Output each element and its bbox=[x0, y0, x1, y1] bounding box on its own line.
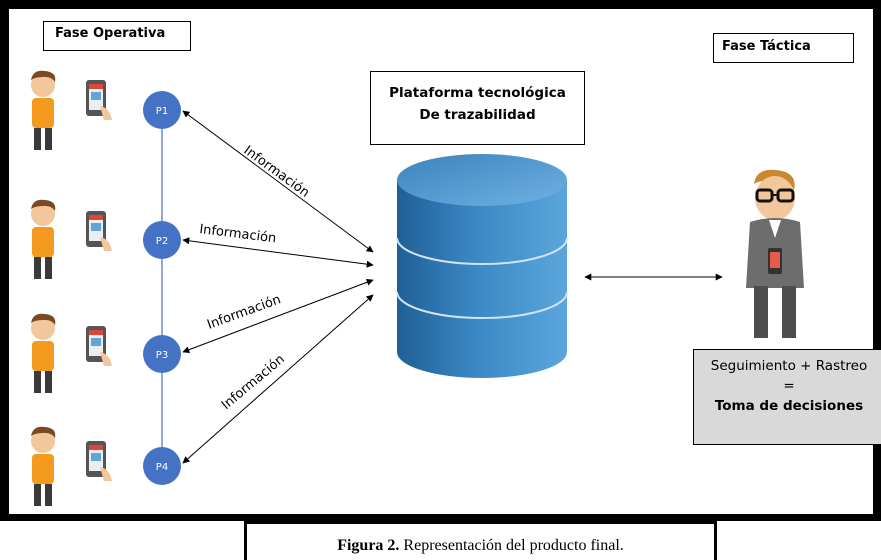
phone-icon-4 bbox=[86, 441, 112, 481]
arrow-p1-database bbox=[182, 110, 374, 253]
node-label: P2 bbox=[156, 236, 168, 247]
fase-operativa-text: Fase Operativa bbox=[55, 26, 166, 41]
arrow-p2-database bbox=[182, 237, 374, 268]
platform-label: Plataforma tecnológica De trazabilidad bbox=[370, 71, 585, 145]
platform-line-1: Plataforma tecnológica bbox=[389, 85, 566, 101]
phone-icon-2 bbox=[86, 211, 112, 251]
edge-label-p1: Información bbox=[241, 143, 312, 201]
worker-figure-1 bbox=[31, 70, 56, 150]
worker-figure-3 bbox=[31, 313, 56, 393]
phone-icon-3 bbox=[86, 326, 112, 366]
outer-frame bbox=[0, 0, 881, 521]
fase-tactica-label: Fase Táctica bbox=[713, 33, 854, 63]
arrow-p4-database bbox=[182, 294, 374, 464]
platform-line-2: De trazabilidad bbox=[419, 107, 536, 123]
worker-figure-4 bbox=[31, 426, 56, 506]
edge-label-p3: Información bbox=[205, 292, 283, 333]
manager-figure bbox=[746, 169, 804, 338]
decision-line-3: Toma de decisiones bbox=[714, 398, 864, 414]
fase-tactica-text: Fase Táctica bbox=[722, 39, 811, 54]
decision-box: Seguimiento + Rastreo = Toma de decision… bbox=[693, 349, 881, 445]
node-p2: P2 bbox=[143, 221, 181, 259]
node-p3: P3 bbox=[143, 335, 181, 373]
caption-label: Figura 2. bbox=[337, 537, 400, 554]
node-p4: P4 bbox=[143, 447, 181, 485]
node-label: P3 bbox=[156, 350, 168, 361]
caption-text: Representación del producto final. bbox=[399, 537, 624, 554]
decision-line-2: = bbox=[783, 378, 795, 394]
edge-label-p2: Información bbox=[199, 222, 278, 246]
fase-operativa-label: Fase Operativa bbox=[43, 21, 191, 51]
node-label: P4 bbox=[156, 462, 168, 473]
worker-figure-2 bbox=[31, 199, 56, 279]
phone-icon-1 bbox=[86, 80, 112, 120]
node-p1: P1 bbox=[143, 91, 181, 129]
decision-line-1: Seguimiento + Rastreo bbox=[710, 358, 868, 374]
figure-caption: Figura 2. Representación del producto fi… bbox=[244, 521, 717, 560]
node-label: P1 bbox=[156, 106, 168, 117]
edge-label-p4: Información bbox=[219, 352, 288, 413]
database-icon bbox=[396, 154, 568, 378]
